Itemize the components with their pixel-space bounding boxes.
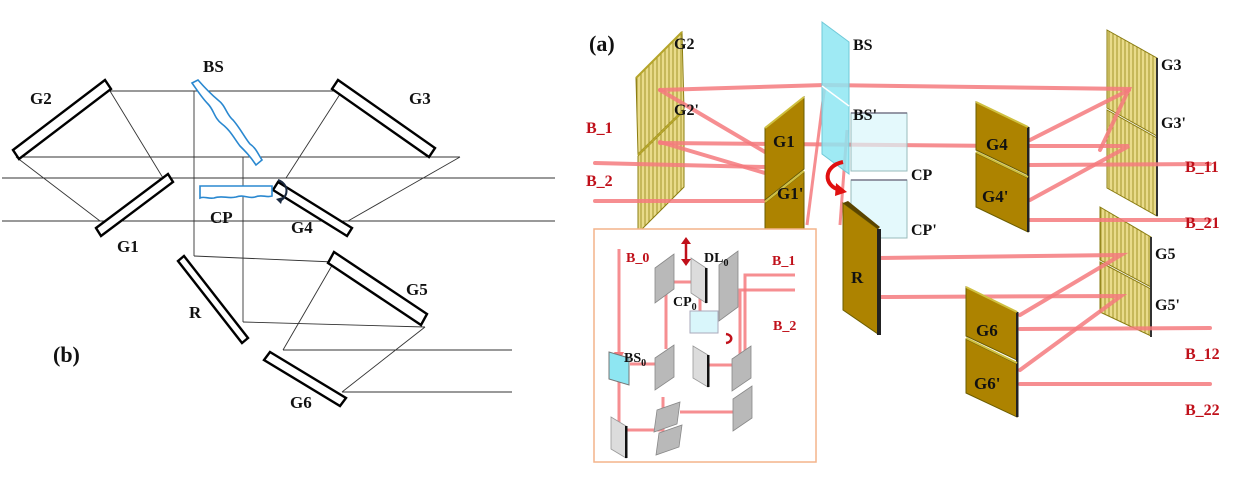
panel-b-grating-g1 [94,172,175,238]
inset-label-b2: B_2 [773,319,796,334]
label-bs-prime: BS' [853,107,877,124]
panel-b-beamsplitter [190,79,264,167]
beamsplitter-divider [821,85,850,107]
panel-b-label-g6: G6 [290,393,312,412]
beam-label-b22: B_22 [1185,402,1220,419]
panel-a-label: (a) [589,31,615,56]
inset-label-cp0: CP0 [673,295,697,313]
label-g6-prime: G6' [974,374,1000,393]
label-g2: G2 [674,36,694,53]
inset-output-mirror [718,250,739,322]
panel-b-label-bs: BS [203,57,224,76]
inset-label-bs0: BS0 [624,351,646,369]
label-r: R [851,268,864,287]
label-bs: BS [853,37,873,54]
beam-label-b12: B_12 [1185,346,1220,363]
panel-b-label-g5: G5 [406,280,428,299]
grating-g6-stack [965,286,1019,418]
beam-label-b21: B_21 [1185,215,1220,232]
inset-periscope-mirror [653,401,681,433]
panel-b-rotation-arrowhead-icon [276,197,283,204]
label-g3-prime: G3' [1161,115,1186,132]
label-g5-prime: G5' [1155,297,1180,314]
label-g1: G1 [773,132,795,151]
label-g4-prime: G4' [982,187,1008,206]
panel-b-grating-g5 [326,250,429,327]
beam-label-b11: B_11 [1185,159,1219,176]
panel-b-grating-g2 [11,78,113,161]
label-g3: G3 [1161,57,1181,74]
label-g6: G6 [976,321,998,340]
compensator-plate [850,112,908,172]
panel-b-label: (b) [53,342,80,367]
panel-b-grating-g4 [271,180,354,238]
inset-rotation-arrow-icon [725,332,733,345]
inset-label-b1: B_1 [772,254,795,269]
label-cp-prime: CP' [911,222,937,239]
inset-label-dl0: DL0 [704,251,728,269]
label-g1-prime: G1' [777,184,803,203]
label-g2-prime: G2' [674,102,699,119]
beam-label-b2: B_2 [586,173,613,190]
panel-a: (a) [586,21,1220,463]
grating-g4-stack [975,101,1030,233]
inset-compensator-plate [689,310,719,334]
beamsplitter [821,21,850,175]
beam-label-b1: B_1 [586,120,613,137]
panel-b-rays [2,90,555,393]
panel-b-grating-g6 [262,350,348,408]
inset-label-b0: B_0 [626,251,649,266]
beams [593,82,1212,386]
panel-b-mirror-r [176,254,250,345]
panel-b: G2 G1 BS CP G3 G4 R G5 G6 (b) [2,57,555,412]
grating-g5-stack [1099,206,1152,337]
panel-b-label-r: R [189,303,202,322]
inset-mirror [731,345,752,392]
label-cp: CP [911,167,933,184]
panel-b-label-g4: G4 [291,218,313,237]
inset-mirror [654,344,675,391]
label-g5: G5 [1155,246,1175,263]
mirror-r [842,201,881,335]
label-g4: G4 [986,135,1008,154]
inset-beamsplitter [608,351,630,386]
rotation-arrowhead-icon [835,183,847,196]
inset-mirror [654,253,675,304]
panel-b-grating-g3 [330,78,437,159]
inset-periscope-mirror [655,424,683,456]
inset-mirror [732,385,753,432]
inset: B_0 DL0 CP0 BS0 B_1 B_2 [593,228,817,463]
panel-b-label-g2: G2 [30,89,52,108]
panel-b-label-cp: CP [210,208,233,227]
panel-b-compensator-plate [199,185,273,200]
panel-b-label-g1: G1 [117,237,139,256]
panel-b-label-g3: G3 [409,89,431,108]
